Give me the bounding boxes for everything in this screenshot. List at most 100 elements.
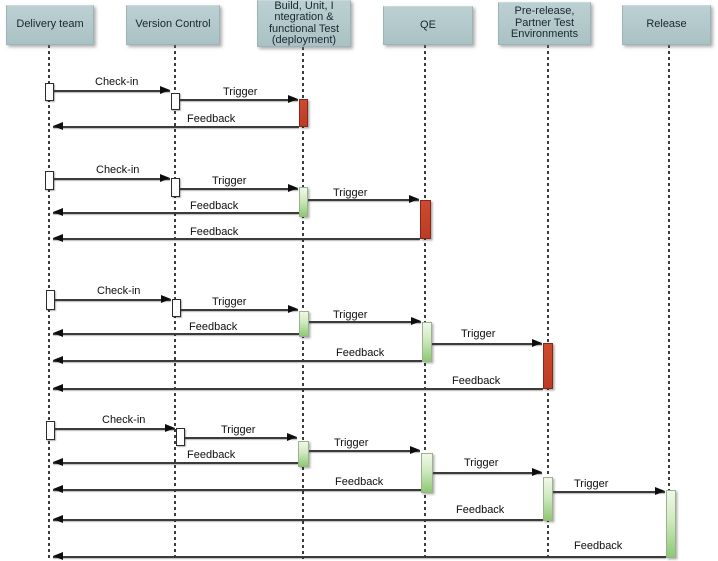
message-label: Feedback (190, 226, 239, 238)
arrowhead-icon (160, 174, 170, 182)
lifeline-release (668, 45, 670, 559)
message-line (53, 238, 420, 240)
arrowhead-icon (288, 184, 298, 192)
arrowhead-icon (161, 295, 171, 303)
message-line (53, 462, 298, 464)
lifeline-qe (424, 45, 426, 559)
message-label: Check-in (97, 285, 141, 297)
arrowhead-icon (410, 446, 420, 454)
activation-qe (422, 322, 432, 362)
message-label: Feedback (190, 200, 239, 212)
message-label: Trigger (574, 478, 609, 490)
message-label: Feedback (456, 504, 505, 516)
message-label: Trigger (464, 457, 499, 469)
message-line (55, 428, 175, 430)
arrowhead-icon (53, 122, 63, 130)
arrowhead-icon (53, 356, 63, 364)
activation-version-control (171, 93, 180, 110)
lifeline-header-label: QE (420, 18, 436, 31)
activation-build-test (299, 99, 308, 127)
lifeline-header-label: Version Control (135, 18, 211, 31)
activation-delivery-team (45, 83, 54, 101)
message-label: Trigger (212, 175, 247, 187)
activation-build-test (298, 441, 309, 467)
lifeline-header-label: Release (646, 18, 687, 31)
message-label: Feedback (189, 321, 238, 333)
lifeline-header-label: Build, Unit, I ntegration & functional T… (268, 0, 340, 46)
message-label: Trigger (333, 309, 368, 321)
message-label: Trigger (223, 86, 258, 98)
activation-pre-release (543, 343, 553, 389)
activation-pre-release (543, 477, 553, 521)
lifeline-header-release: Release (622, 5, 711, 45)
arrowhead-icon (53, 485, 63, 493)
activation-release (666, 490, 676, 558)
message-line (180, 188, 298, 190)
arrowhead-icon (165, 424, 175, 432)
message-line (54, 178, 170, 180)
lifeline-build-test (302, 47, 304, 559)
activation-qe (420, 200, 431, 239)
message-label: Trigger (461, 328, 496, 340)
message-label: Trigger (333, 187, 368, 199)
lifeline-header-label: Pre-release, Partner Test Environments (510, 5, 579, 41)
message-line (432, 343, 542, 345)
message-line (185, 437, 297, 439)
message-label: Feedback (187, 113, 236, 125)
message-line (53, 360, 422, 362)
arrowhead-icon (53, 384, 63, 392)
activation-delivery-team (46, 290, 55, 310)
message-line (309, 321, 421, 323)
arrowhead-icon (288, 95, 298, 103)
arrowhead-icon (655, 487, 665, 495)
message-line (309, 450, 420, 452)
activation-build-test (299, 187, 308, 217)
message-label: Feedback (335, 476, 384, 488)
message-label: Check-in (102, 414, 146, 426)
lifeline-pre-release (547, 45, 549, 559)
message-line (53, 556, 666, 558)
arrowhead-icon (53, 329, 63, 337)
arrowhead-icon (532, 339, 542, 347)
arrowhead-icon (53, 552, 63, 560)
arrowhead-icon (53, 515, 63, 523)
lifeline-header-build-test: Build, Unit, I ntegration & functional T… (257, 0, 351, 47)
message-line (53, 489, 421, 491)
arrowhead-icon (411, 317, 421, 325)
activation-version-control (176, 428, 185, 446)
arrowhead-icon (288, 305, 298, 313)
arrowhead-icon (409, 195, 419, 203)
activation-delivery-team (46, 421, 55, 440)
arrowhead-icon (160, 86, 170, 94)
message-label: Trigger (334, 437, 369, 449)
message-label: Check-in (96, 164, 140, 176)
message-label: Check-in (95, 76, 139, 88)
arrowhead-icon (287, 433, 297, 441)
message-line (53, 126, 299, 128)
message-line (53, 212, 299, 214)
lifeline-header-delivery-team: Delivery team (6, 5, 94, 45)
message-line (54, 90, 170, 92)
message-line (180, 99, 298, 101)
arrowhead-icon (532, 468, 542, 476)
activation-delivery-team (45, 171, 54, 190)
arrowhead-icon (53, 234, 63, 242)
message-label: Feedback (452, 375, 501, 387)
message-line (433, 472, 542, 474)
activation-version-control (171, 178, 180, 197)
arrowhead-icon (53, 208, 63, 216)
lifeline-header-version-control: Version Control (126, 5, 220, 45)
message-line (308, 199, 419, 201)
message-label: Feedback (187, 449, 236, 461)
message-line (53, 333, 299, 335)
message-line (53, 519, 543, 521)
activation-version-control (172, 299, 181, 317)
activation-qe (421, 453, 433, 493)
message-line (53, 388, 543, 390)
lifeline-header-label: Delivery team (16, 18, 84, 31)
activation-build-test (299, 311, 309, 337)
lifeline-header-qe: QE (383, 6, 473, 45)
message-line (553, 491, 665, 493)
lifeline-header-pre-release: Pre-release, Partner Test Environments (498, 2, 591, 45)
